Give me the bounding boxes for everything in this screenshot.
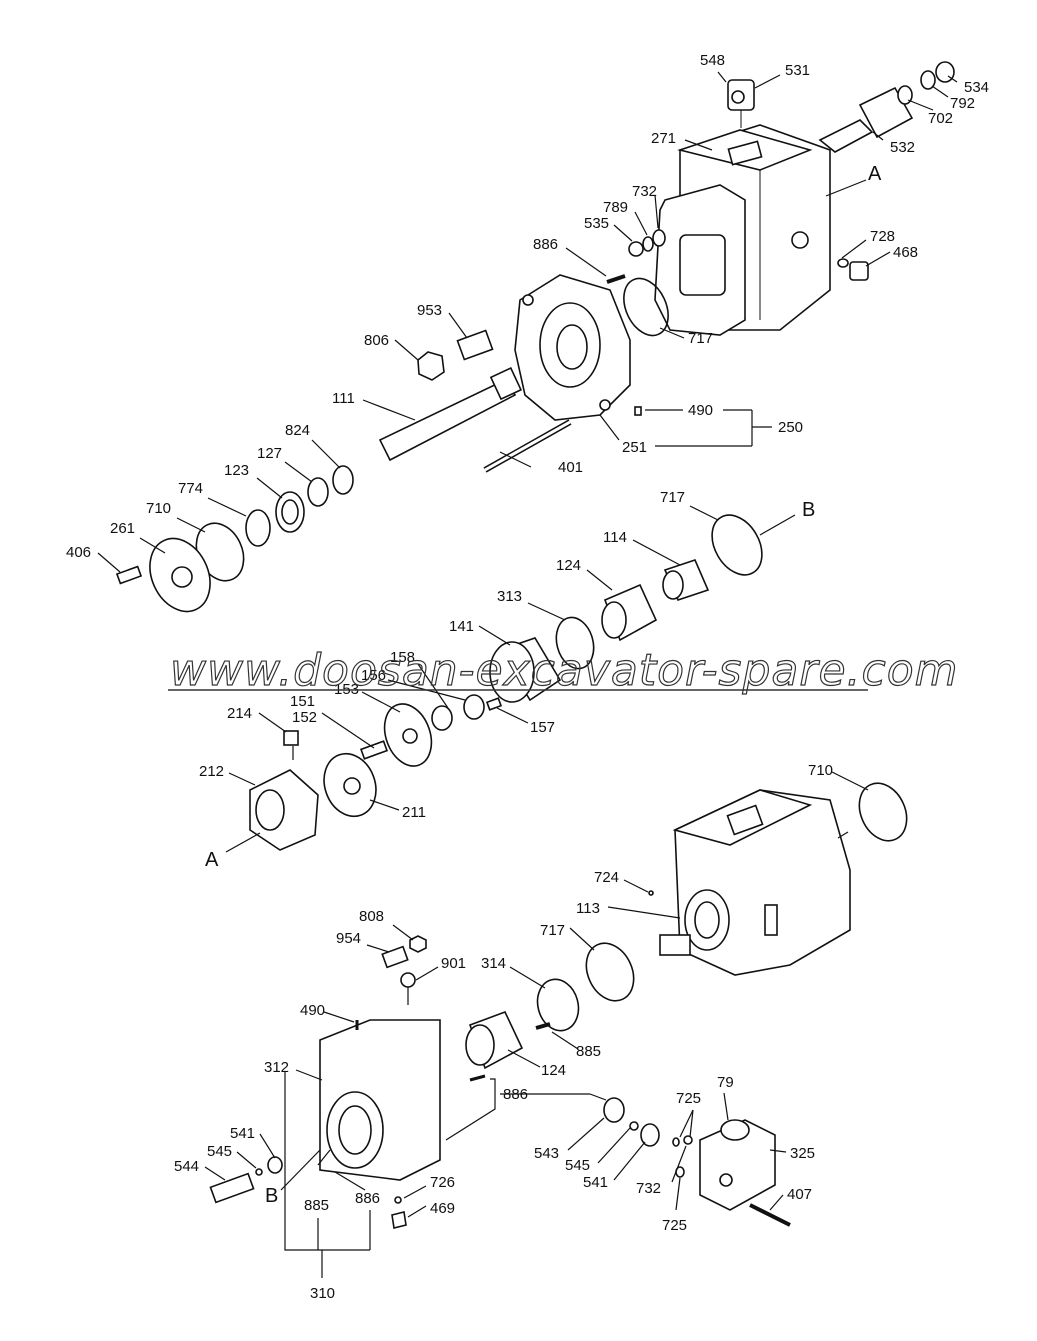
label-325: 325 [790, 1145, 815, 1162]
label-806: 806 [364, 332, 389, 349]
label-113: 113 [576, 900, 600, 917]
label-541-left: 541 [230, 1125, 255, 1142]
label-710-right: 710 [808, 762, 833, 779]
label-535: 535 [584, 215, 609, 232]
label-313: 313 [497, 588, 522, 605]
label-401: 401 [558, 459, 583, 476]
callout-A-left: A [205, 849, 219, 871]
label-710-top: 710 [146, 500, 171, 517]
label-152: 152 [292, 709, 317, 726]
part-251 [514, 274, 631, 421]
housing-271 [654, 124, 831, 336]
label-717-mid: 717 [660, 489, 685, 506]
label-724: 724 [594, 869, 619, 886]
label-124-bottom: 124 [541, 1062, 566, 1079]
part-124-bottom [465, 1010, 524, 1070]
label-885-right: 885 [576, 1043, 601, 1060]
label-79: 79 [717, 1074, 734, 1091]
part-312 [319, 1019, 441, 1181]
label-212: 212 [199, 763, 224, 780]
label-886-top: 886 [533, 236, 558, 253]
label-732-bottom: 732 [636, 1180, 661, 1197]
part-325 [699, 1119, 776, 1211]
label-885-bottom: 885 [304, 1197, 329, 1214]
label-407: 407 [787, 1186, 812, 1203]
label-541-right: 541 [583, 1174, 608, 1191]
label-789: 789 [603, 199, 628, 216]
label-732-top: 732 [632, 183, 657, 200]
assembled-pump [659, 789, 851, 976]
label-123: 123 [224, 462, 249, 479]
label-251: 251 [622, 439, 647, 456]
label-954: 954 [336, 930, 361, 947]
part-114 [662, 559, 710, 601]
label-548: 548 [700, 52, 725, 69]
label-901: 901 [441, 955, 466, 972]
label-544: 544 [174, 1158, 199, 1175]
label-886-bottom: 886 [355, 1190, 380, 1207]
callout-B-top: B [802, 499, 815, 521]
part-141 [489, 637, 562, 703]
label-151: 151 [290, 693, 315, 710]
label-774: 774 [178, 480, 203, 497]
label-953: 953 [417, 302, 442, 319]
label-158: 158 [390, 649, 415, 666]
label-534: 534 [964, 79, 989, 96]
label-310: 310 [310, 1285, 335, 1302]
label-114: 114 [603, 529, 627, 546]
callout-B-bottom: B [265, 1185, 278, 1207]
part-124-top [601, 583, 658, 642]
label-490-bottom: 490 [300, 1002, 325, 1019]
label-725-top: 725 [676, 1090, 701, 1107]
callout-labels: A B A B 548 531 534 792 702 532 271 732 … [66, 52, 989, 1302]
label-111: 111 [332, 390, 355, 407]
label-545-right: 545 [565, 1157, 590, 1174]
label-468: 468 [893, 244, 918, 261]
label-531: 531 [785, 62, 810, 79]
label-141: 141 [449, 618, 474, 635]
label-157: 157 [530, 719, 555, 736]
label-532: 532 [890, 139, 915, 156]
label-214: 214 [227, 705, 252, 722]
label-127: 127 [257, 445, 282, 462]
label-824: 824 [285, 422, 310, 439]
label-792: 792 [950, 95, 975, 112]
label-543: 543 [534, 1145, 559, 1162]
label-314: 314 [481, 955, 506, 972]
label-271: 271 [651, 130, 676, 147]
label-490-top: 490 [688, 402, 713, 419]
label-808: 808 [359, 908, 384, 925]
label-261: 261 [110, 520, 135, 537]
label-726: 726 [430, 1174, 455, 1191]
label-717-bottom: 717 [540, 922, 565, 939]
watermark-text: www.doosan-excavator-spare.com [170, 645, 958, 696]
label-886-mid: 886 [503, 1086, 528, 1103]
label-728: 728 [870, 228, 895, 245]
label-545-left: 545 [207, 1143, 232, 1160]
part-212 [249, 769, 319, 851]
label-702: 702 [928, 110, 953, 127]
label-156: 156 [361, 667, 386, 684]
part-531 [727, 79, 755, 128]
label-406: 406 [66, 544, 91, 561]
label-211: 211 [402, 804, 426, 821]
label-124-top: 124 [556, 557, 581, 574]
label-725-bottom: 725 [662, 1217, 687, 1234]
label-312: 312 [264, 1059, 289, 1076]
label-717-top: 717 [688, 330, 713, 347]
label-469: 469 [430, 1200, 455, 1217]
part-111-shaft [378, 366, 523, 462]
callout-A-top: A [868, 163, 882, 185]
label-250: 250 [778, 419, 803, 436]
